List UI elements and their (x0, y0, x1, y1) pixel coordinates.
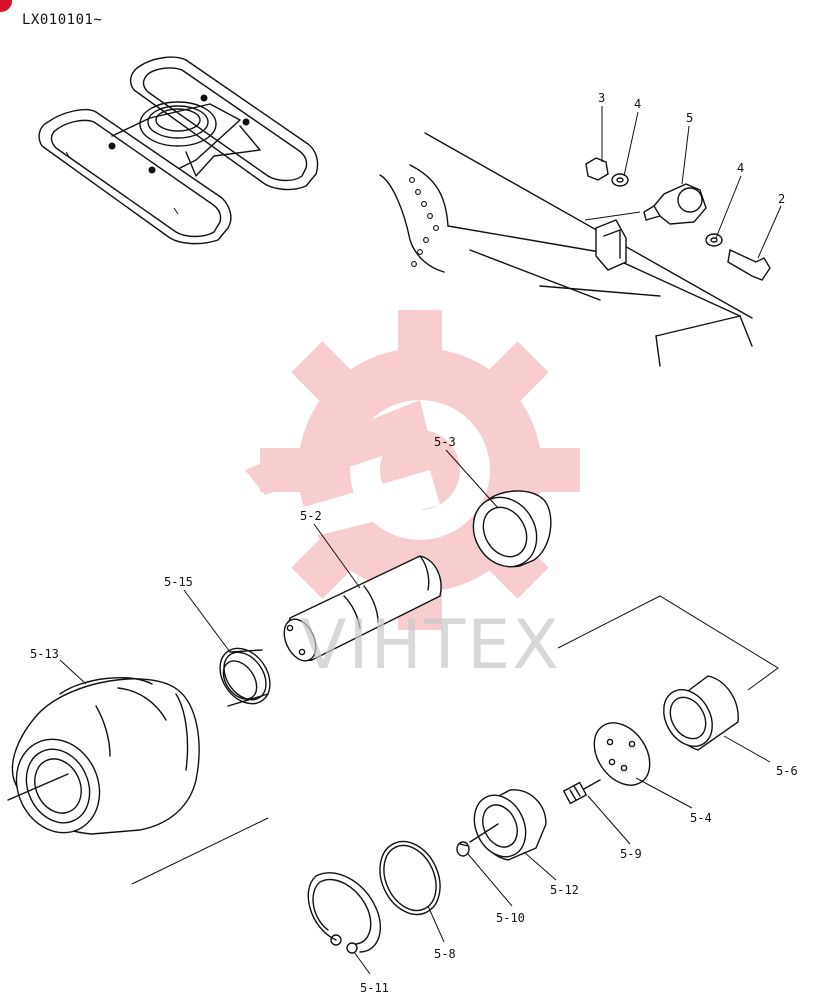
callout-labels: 3 4 5 4 2 5-3 5-2 5-15 5-13 5-6 5-4 5-9 … (30, 91, 798, 995)
watermark-logo (245, 310, 580, 630)
frame-mounting-detail (379, 132, 771, 367)
part-5-8-o-ring (379, 840, 441, 916)
part-5-3-collar (472, 490, 552, 568)
callout-5-2: 5-2 (300, 509, 322, 523)
callout-5-8: 5-8 (434, 947, 456, 961)
callout-5: 5 (686, 111, 693, 125)
callout-5-11: 5-11 (360, 981, 389, 995)
watermark-text: VIHTEX (300, 606, 561, 685)
part-5-15-seal (219, 647, 271, 707)
part-5-6-bushing (663, 675, 739, 751)
callout-5-3: 5-3 (434, 435, 456, 449)
part-5-12-hub (469, 789, 547, 861)
callout-2: 2 (778, 192, 785, 206)
callout-3: 3 (598, 91, 605, 105)
group-brackets (131, 595, 779, 885)
part-5-4-cover-plate (593, 722, 651, 786)
leader-lines (59, 106, 782, 975)
undercarriage-overview (38, 56, 319, 245)
part-5-13-roller-body (7, 676, 200, 835)
serial-range-label: LX010101~ (22, 12, 103, 28)
part-5-9-bolt (562, 779, 601, 805)
callout-5-10: 5-10 (496, 911, 525, 925)
callout-5-13: 5-13 (30, 647, 59, 661)
callout-4-lower: 4 (737, 161, 744, 175)
callout-5-4: 5-4 (690, 811, 712, 825)
callout-5-15: 5-15 (164, 575, 193, 589)
part-5-11-snap-ring (307, 872, 381, 954)
callout-5-9: 5-9 (620, 847, 642, 861)
callout-5-6: 5-6 (776, 764, 798, 778)
callout-4-upper: 4 (634, 97, 641, 111)
part-5-10-plug (456, 841, 470, 857)
callout-5-12: 5-12 (550, 883, 579, 897)
part-5-2-shaft (283, 555, 442, 662)
